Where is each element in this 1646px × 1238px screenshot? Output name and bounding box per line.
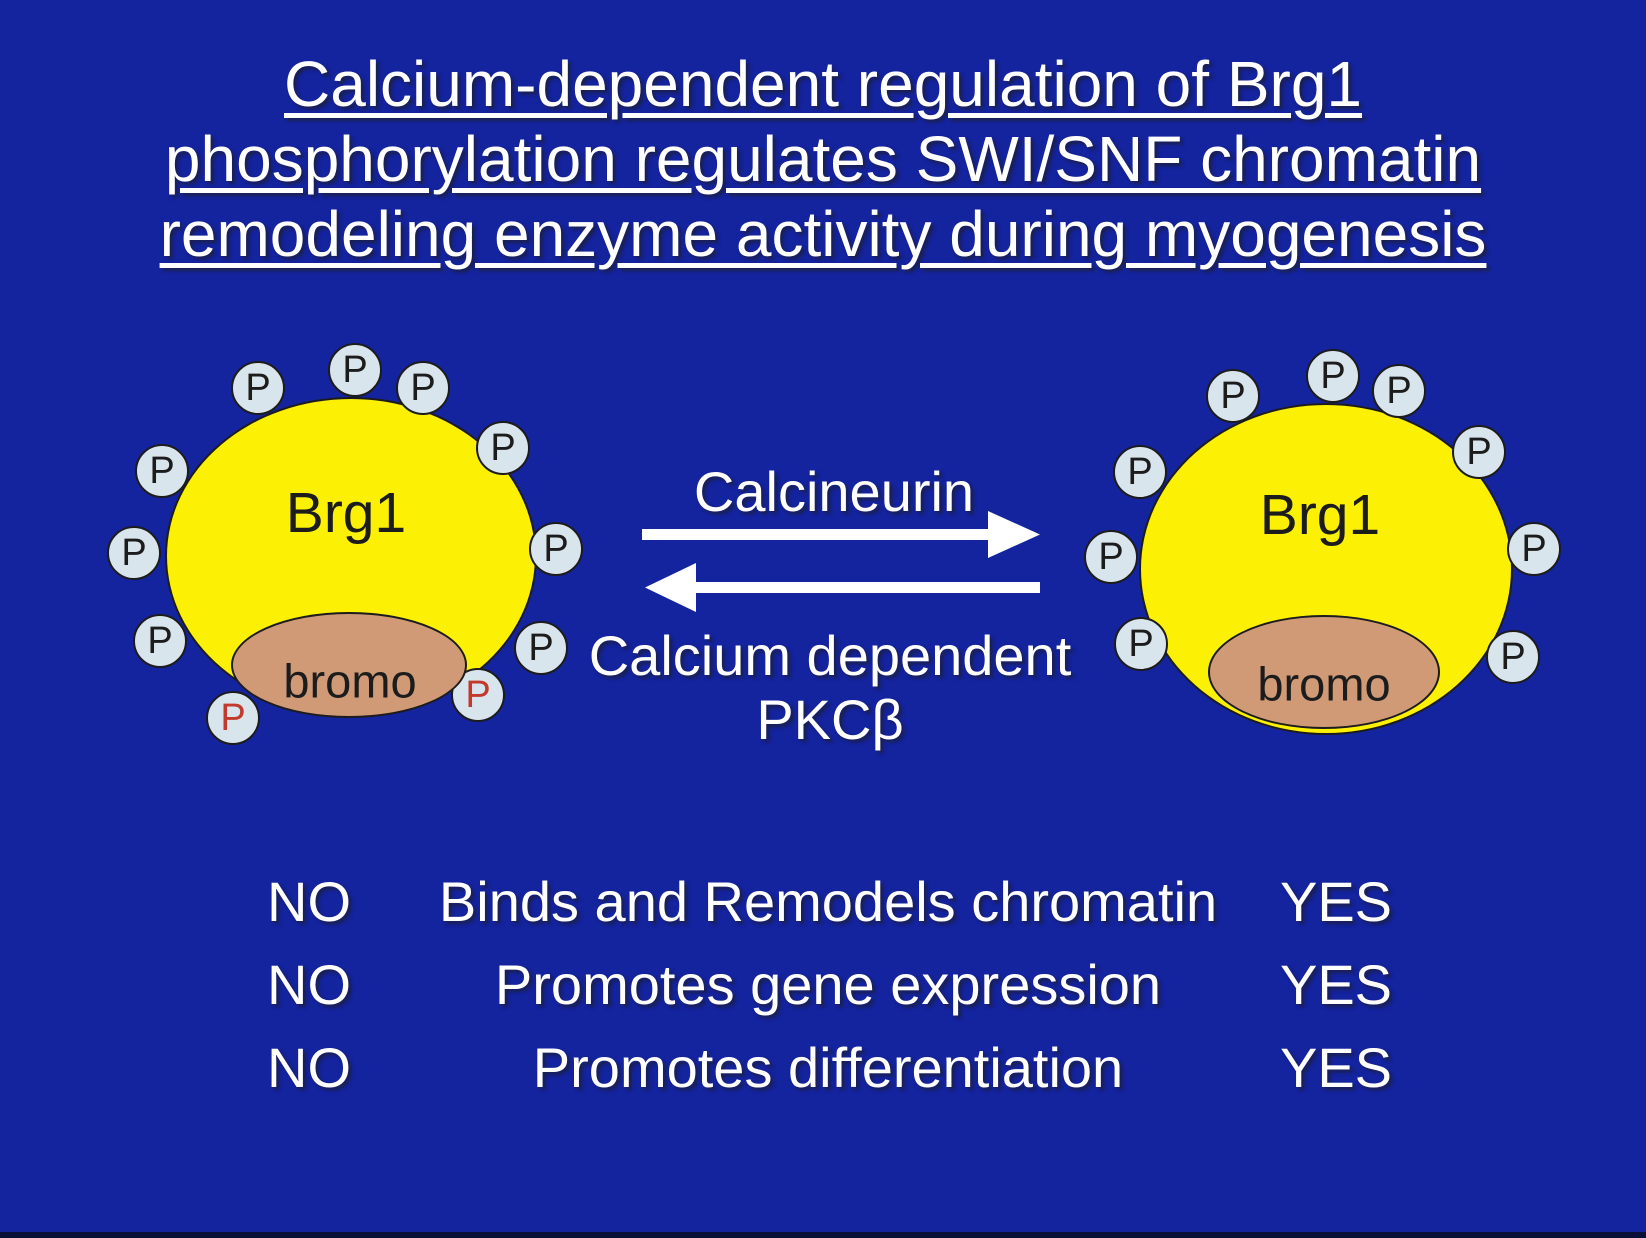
phospho-site: P: [514, 621, 568, 675]
right-bromo-domain: [1208, 615, 1440, 729]
phospho-site: P: [396, 361, 450, 415]
outcome-statement: Promotes differentiation: [532, 1036, 1124, 1099]
left-bromo-label: bromo: [283, 654, 417, 708]
right-protein-body: [1139, 403, 1513, 735]
right-bromo-label: bromo: [1257, 657, 1391, 711]
outcome-right-value: YES: [1279, 870, 1393, 933]
outcome-row: NO Promotes differentiation YES: [0, 1040, 1646, 1096]
phospho-site-red: P: [451, 668, 505, 722]
phospho-site: P: [133, 614, 187, 668]
reverse-enzyme-label: Calcium dependent PKCβ: [589, 624, 1072, 752]
outcome-statement: Promotes gene expression: [494, 953, 1162, 1016]
phospho-site: P: [1486, 630, 1540, 684]
left-bromo-domain: [231, 612, 467, 718]
outcome-right-value: YES: [1279, 953, 1393, 1016]
title-line-1-text: Calcium-dependent regulation of Brg1: [284, 48, 1362, 120]
outcome-left-value: NO: [267, 870, 351, 933]
reverse-arrow: [645, 563, 1040, 612]
outcome-row: NO Promotes gene expression YES: [0, 957, 1646, 1013]
phospho-site: P: [529, 522, 583, 576]
phospho-site: P: [231, 361, 285, 415]
outcome-left-value: NO: [267, 1036, 351, 1099]
reverse-enzyme-label-line-2: PKCβ: [756, 688, 904, 751]
phospho-site: P: [1507, 522, 1561, 576]
left-protein-name: Brg1: [285, 481, 407, 545]
outcome-row: NO Binds and Remodels chromatin YES: [0, 874, 1646, 930]
phospho-site: P: [328, 343, 382, 397]
slide-title: Calcium-dependent regulation of Brg1 pho…: [0, 47, 1646, 272]
outcome-right-value: YES: [1279, 1036, 1393, 1099]
right-protein-name: Brg1: [1259, 483, 1381, 547]
phospho-site: P: [1306, 349, 1360, 403]
phospho-site: P: [1452, 425, 1506, 479]
phospho-site: P: [476, 421, 530, 475]
title-line-1: Calcium-dependent regulation of Brg1: [0, 47, 1646, 122]
title-line-3-text: remodeling enzyme activity during myogen…: [159, 198, 1487, 270]
reverse-enzyme-label-line-1: Calcium dependent: [588, 624, 1072, 687]
phospho-site: P: [107, 526, 161, 580]
phospho-site: P: [1206, 369, 1260, 423]
phospho-site: P: [1372, 364, 1426, 418]
left-protein-body: [165, 397, 537, 715]
bottom-edge-bar: [0, 1232, 1646, 1238]
phospho-site: P: [1084, 530, 1138, 584]
phospho-site: P: [1113, 445, 1167, 499]
outcome-statement: Binds and Remodels chromatin: [438, 870, 1218, 933]
phospho-site-red: P: [206, 691, 260, 745]
phospho-site: P: [135, 444, 189, 498]
outcome-left-value: NO: [267, 953, 351, 1016]
title-line-2: phosphorylation regulates SWI/SNF chroma…: [0, 122, 1646, 197]
title-line-3: remodeling enzyme activity during myogen…: [0, 197, 1646, 272]
forward-enzyme-label: Calcineurin: [693, 460, 975, 523]
phospho-site: P: [1114, 617, 1168, 671]
title-line-2-text: phosphorylation regulates SWI/SNF chroma…: [164, 123, 1482, 195]
